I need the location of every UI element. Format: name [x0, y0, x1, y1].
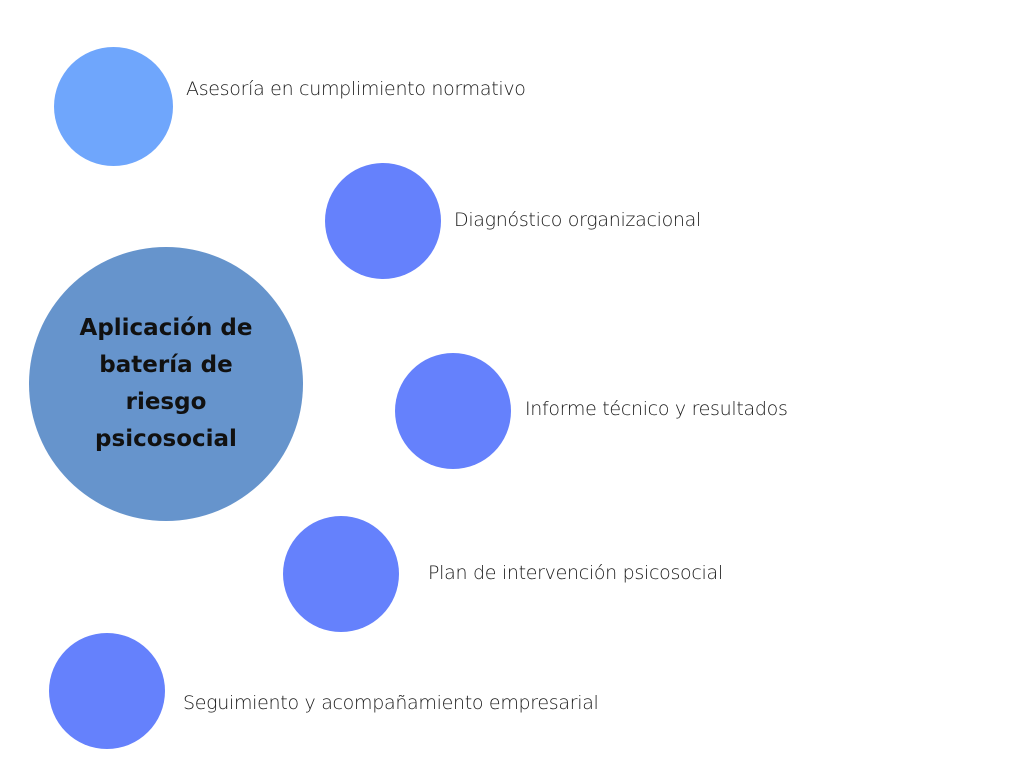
- item-label-2: Diagnóstico organizacional: [454, 209, 701, 231]
- item-label-3: Informe técnico y resultados: [525, 398, 788, 420]
- item-circle-5: [49, 633, 165, 749]
- item-circle-2: [325, 163, 441, 279]
- hub-circle: Aplicación de batería de riesgo psicosoc…: [29, 247, 303, 521]
- item-circle-4: [283, 516, 399, 632]
- item-label-5: Seguimiento y acompañamiento empresarial: [183, 692, 599, 714]
- hub-label: Aplicación de batería de riesgo psicosoc…: [79, 315, 253, 452]
- item-label-1: Asesoría en cumplimiento normativo: [186, 78, 526, 100]
- item-label-4: Plan de intervención psicosocial: [428, 562, 723, 584]
- item-circle-1: [54, 47, 173, 166]
- item-circle-3: [395, 353, 511, 469]
